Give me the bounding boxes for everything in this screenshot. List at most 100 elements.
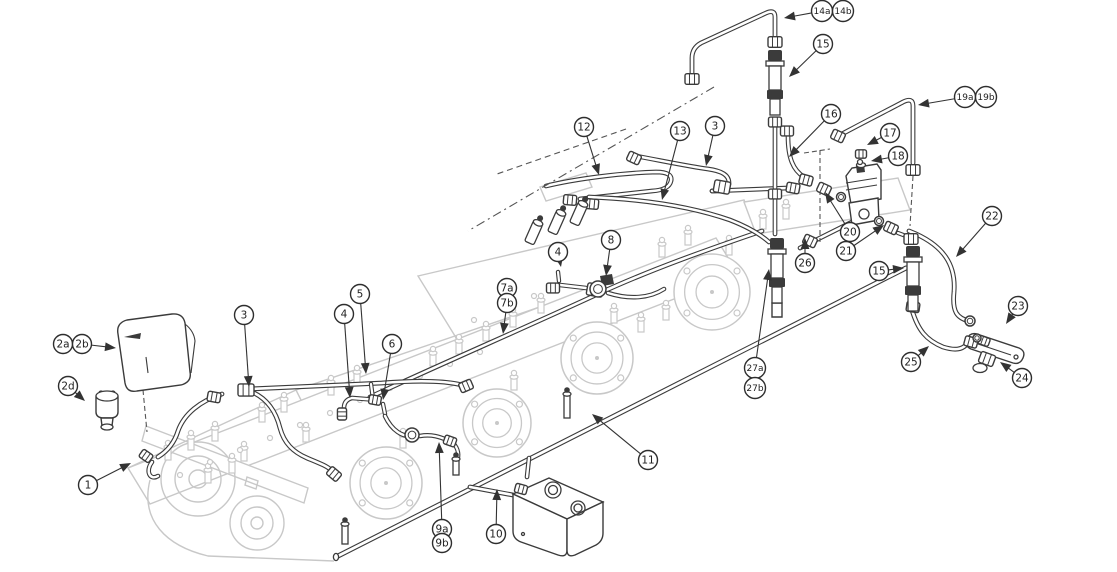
- leader-line: [380, 353, 392, 400]
- o-ring: [873, 215, 885, 227]
- balloon-circle[interactable]: [600, 229, 622, 251]
- callout-16[interactable]: 16: [820, 103, 842, 125]
- balloon-circle[interactable]: [887, 145, 909, 167]
- balloon-circle[interactable]: [974, 85, 998, 109]
- callout-4[interactable]: 4: [333, 303, 355, 325]
- balloon-circle[interactable]: [57, 375, 79, 397]
- callout-25[interactable]: 25: [900, 351, 922, 373]
- callout-3[interactable]: 3: [233, 304, 255, 326]
- fuel-line: [543, 169, 674, 202]
- stud-gray: [257, 401, 267, 423]
- tube-nut: [815, 181, 833, 197]
- callout-1[interactable]: 1: [77, 474, 99, 496]
- balloon-circle[interactable]: [1007, 295, 1029, 317]
- leader-line: [91, 342, 116, 352]
- callout-3[interactable]: 3: [704, 115, 726, 137]
- leader-lines-layer: [73, 11, 1016, 525]
- callout-23[interactable]: 23: [1007, 295, 1029, 317]
- balloon-circle[interactable]: [333, 303, 355, 325]
- callout-10[interactable]: 10: [485, 523, 507, 545]
- leader-line: [784, 11, 812, 21]
- balloon-circle[interactable]: [71, 333, 93, 355]
- balloon-circle[interactable]: [233, 304, 255, 326]
- balloon-circle[interactable]: [573, 116, 595, 138]
- leader-line: [243, 324, 253, 387]
- tube-nut: [767, 116, 783, 128]
- brake-chamber: [462, 369, 532, 458]
- callout-21[interactable]: 21: [835, 240, 857, 262]
- balloon-circle[interactable]: [1011, 367, 1033, 389]
- tube-nut: [206, 390, 222, 404]
- balloon-label: 12: [577, 122, 590, 134]
- callout-22[interactable]: 22: [981, 205, 1003, 227]
- fuel-line: [586, 194, 772, 245]
- callout-15[interactable]: 15: [868, 260, 890, 282]
- balloon-circle[interactable]: [669, 120, 691, 142]
- callout-26[interactable]: 26: [794, 252, 816, 274]
- balloon-circle[interactable]: [900, 351, 922, 373]
- callout-24[interactable]: 24: [1011, 367, 1033, 389]
- callout-6[interactable]: 6: [381, 333, 403, 355]
- callout-4[interactable]: 4: [547, 241, 569, 263]
- balloon-label: 6: [389, 339, 396, 351]
- balloon-circle[interactable]: [496, 292, 518, 314]
- balloon-circle[interactable]: [835, 240, 857, 262]
- tube-nut: [767, 35, 783, 49]
- leader-line: [1000, 362, 1015, 373]
- o-ring: [972, 333, 982, 343]
- balloon-circle[interactable]: [831, 0, 855, 23]
- balloon-circle[interactable]: [431, 532, 453, 554]
- balloon-circle[interactable]: [77, 474, 99, 496]
- balloon-circle[interactable]: [812, 33, 834, 55]
- callout-5[interactable]: 5: [349, 283, 371, 305]
- tube-nut: [458, 378, 474, 394]
- balloon-circle[interactable]: [794, 252, 816, 274]
- tube-nut: [562, 193, 578, 207]
- callout-2d[interactable]: 2d: [57, 375, 79, 397]
- balloon-label: 8: [608, 235, 615, 247]
- o-ring: [589, 280, 607, 298]
- balloon-circle[interactable]: [839, 221, 861, 243]
- leader-line: [853, 225, 884, 247]
- callout-12[interactable]: 12: [573, 116, 595, 138]
- balloon-circle[interactable]: [879, 122, 901, 144]
- balloon-circle[interactable]: [547, 241, 569, 263]
- tube-nut: [798, 173, 814, 187]
- callout-20[interactable]: 20: [839, 221, 861, 243]
- fuel-line: [909, 307, 969, 352]
- balloon-circle[interactable]: [981, 205, 1003, 227]
- fuel-line: [524, 455, 532, 480]
- callout-11[interactable]: 11: [637, 449, 659, 471]
- balloon-circle[interactable]: [637, 449, 659, 471]
- balloon-circle[interactable]: [485, 523, 507, 545]
- stud-gray: [227, 452, 237, 474]
- callout-18[interactable]: 18: [887, 145, 909, 167]
- fuel-line: [689, 9, 778, 77]
- callout-17[interactable]: 17: [879, 122, 901, 144]
- balloon-circle[interactable]: [381, 333, 403, 355]
- leader-line: [500, 312, 509, 334]
- o-ring: [964, 315, 976, 327]
- callout-13[interactable]: 13: [669, 120, 691, 142]
- balloon-circle[interactable]: [820, 103, 842, 125]
- fuel-line: [146, 459, 161, 480]
- balloon-circle[interactable]: [349, 283, 371, 305]
- nozzle: [524, 215, 544, 246]
- callout-15[interactable]: 15: [812, 33, 834, 55]
- balloon-circle[interactable]: [868, 260, 890, 282]
- balloon-circle[interactable]: [704, 115, 726, 137]
- stud: [340, 517, 350, 545]
- component-body: [566, 500, 604, 557]
- balloon-label: 2b: [75, 339, 89, 351]
- tube-nut: [625, 150, 643, 166]
- balloon-circle[interactable]: [743, 376, 767, 400]
- callout-8[interactable]: 8: [600, 229, 622, 251]
